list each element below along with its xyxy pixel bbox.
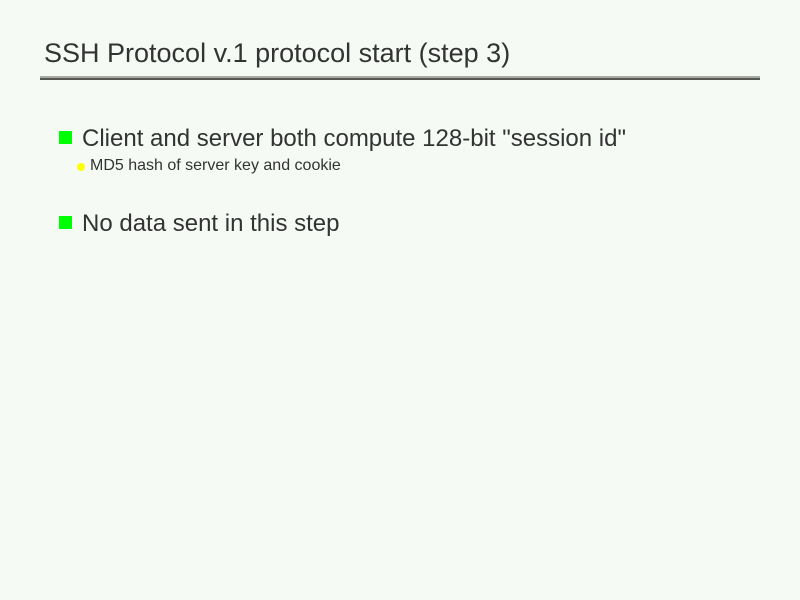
list-item: Client and server both compute 128-bit "… bbox=[59, 124, 626, 153]
page-title: SSH Protocol v.1 protocol start (step 3) bbox=[44, 38, 511, 68]
title-underline-rule bbox=[40, 76, 760, 80]
green-square-bullet-icon bbox=[59, 131, 72, 144]
list-item-label: Client and server both compute 128-bit "… bbox=[82, 125, 626, 152]
list-item: No data sent in this step bbox=[59, 209, 339, 238]
list-item-label: No data sent in this step bbox=[82, 210, 340, 237]
list-item: MD5 hash of server key and cookie bbox=[77, 156, 341, 176]
list-item-label: MD5 hash of server key and cookie bbox=[90, 157, 341, 174]
green-square-bullet-icon bbox=[59, 216, 72, 229]
yellow-dot-bullet-icon bbox=[77, 163, 85, 171]
